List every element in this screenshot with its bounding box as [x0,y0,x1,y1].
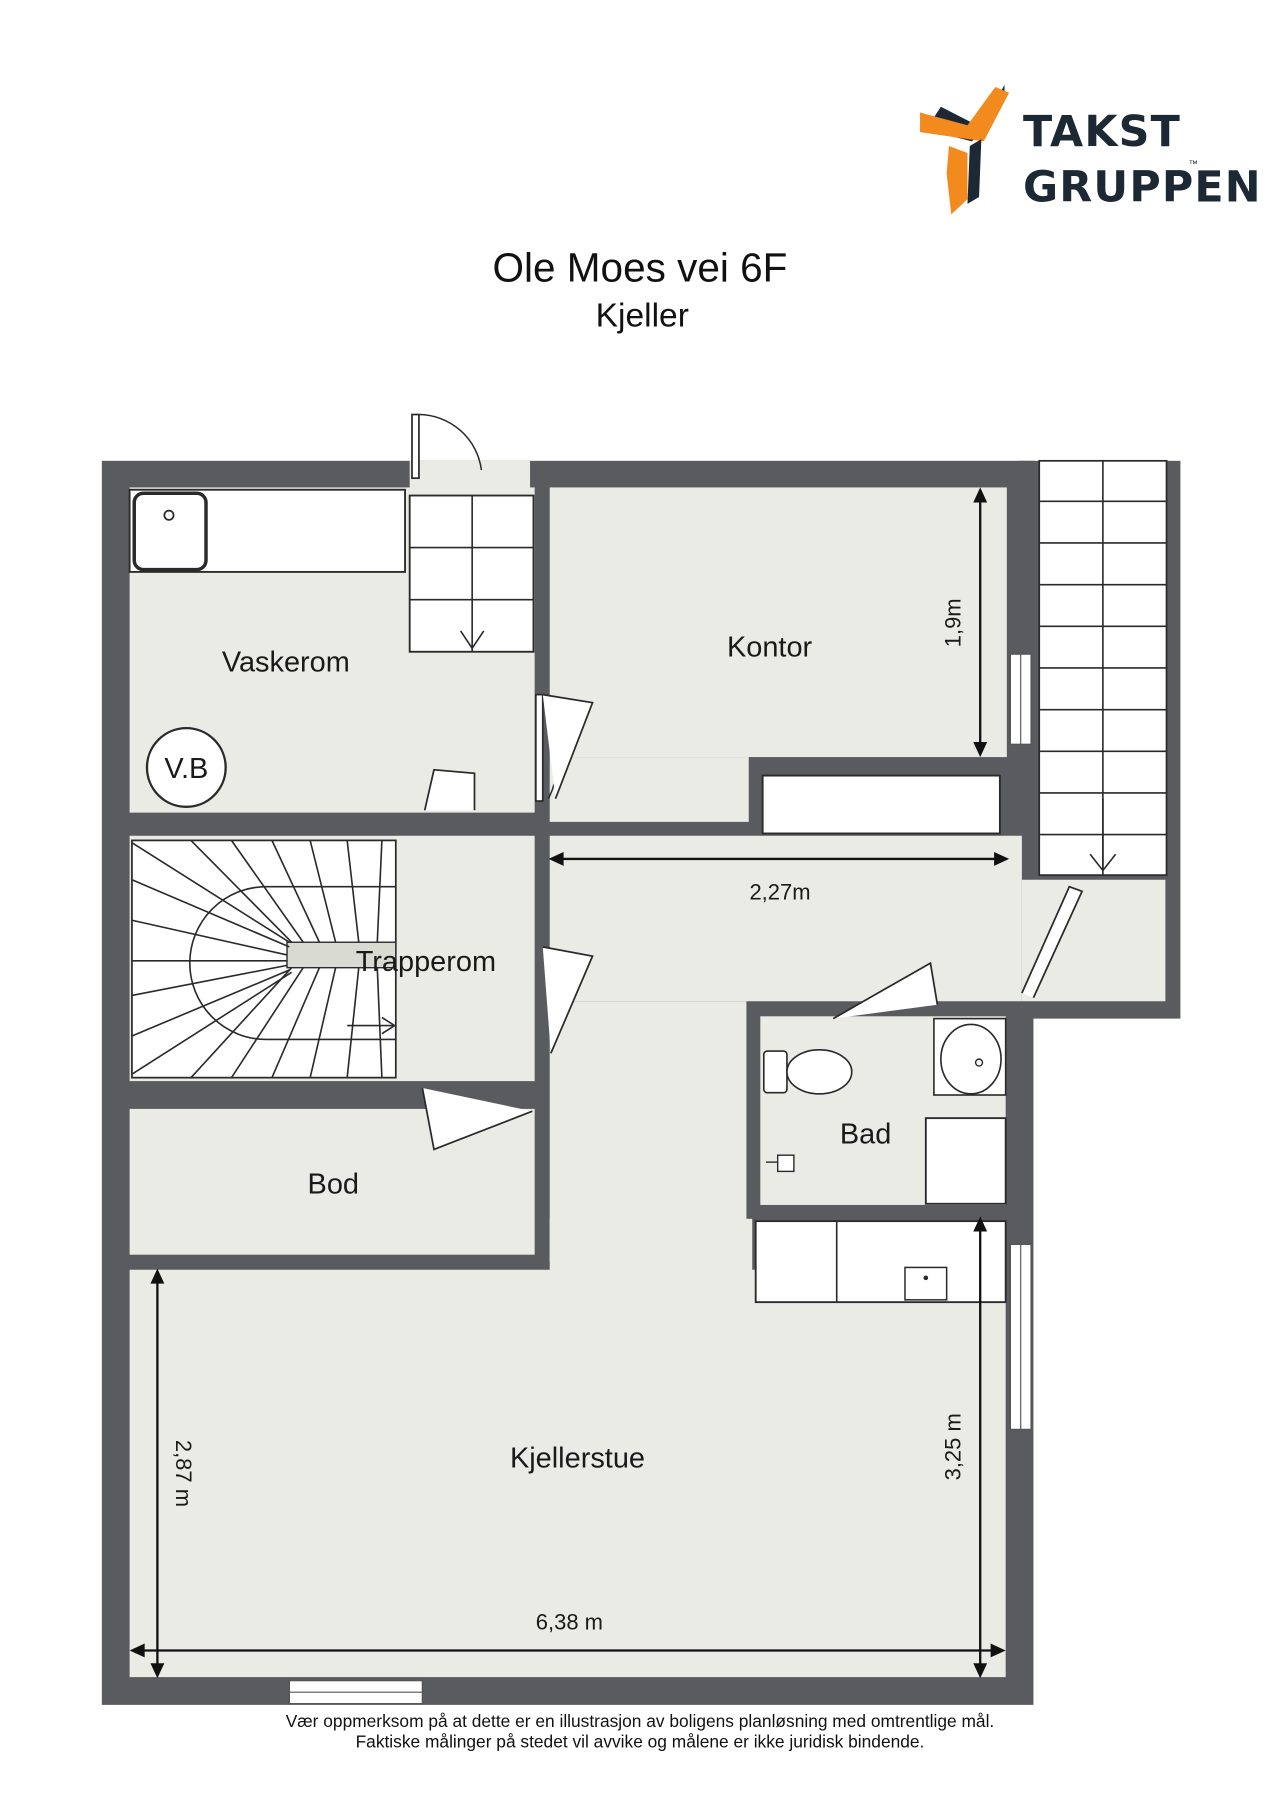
stair-direction-arrow-icon [381,1016,397,1035]
kitchen-counter [754,1220,1007,1304]
toilet-icon [786,1049,853,1095]
logo-mark-icon [920,84,1010,215]
water-heater-label: V.B [164,753,208,785]
stair-down-arrow-icon [1089,853,1117,872]
windows [288,653,1032,1705]
dim-label-stue-width: 6,38 m [536,1610,603,1635]
disclaimer-line-2: Faktiske målinger på stedet vil avvike o… [356,1732,925,1752]
vaskerom-fixtures: V.B [128,488,535,808]
dimension-lines [129,487,1010,1679]
shower-icon [924,1117,1007,1205]
doors [411,413,1084,1151]
door-annex [1021,885,1084,999]
bad-fixtures [762,1017,1007,1205]
room-label-kontor: Kontor [727,631,813,663]
dim-label-kontor-height: 1,9m [941,598,966,647]
kitchenette [754,1220,1007,1304]
stair-arrow-icon [459,630,485,650]
trapperom-staircase [131,839,397,1079]
room-label-vaskerom: Vaskerom [222,646,350,678]
outer-staircase [1038,459,1168,876]
door-vaskerom-outer [411,413,420,480]
door-vaskerom [534,693,544,802]
logo-line-2: GRUPPEN [1023,163,1262,213]
washbasin-icon [940,1023,1002,1095]
water-heater-icon [145,726,227,808]
kontor-counter [761,774,1001,835]
dim-label-corridor-width: 2,27m [749,879,810,904]
takst-gruppen-logo: TAKST GRUPPEN ™ [920,84,1262,215]
door-trapperom-top [423,768,476,811]
shower-tap-icon [766,1154,795,1173]
door-bod [421,1087,533,1151]
door-bad [832,961,939,1020]
room-label-trapperom: Trapperom [356,946,496,978]
door-trapperom [542,946,594,1054]
logo-trademark: ™ [1189,159,1198,169]
dim-label-stue-left: 2,87 m [171,1440,196,1507]
logo-line-1: TAKST [1023,107,1181,157]
laundry-sink-icon [132,491,208,572]
disclaimer-line-1: Vær oppmerksom på at dette er en illustr… [286,1711,995,1731]
room-label-bod: Bod [308,1168,359,1200]
dim-label-stue-right: 3,25 m [941,1413,966,1480]
plan-address-title: Ole Moes vei 6F [493,244,788,290]
room-label-bad: Bad [840,1119,891,1151]
room-label-kjellerstue: Kjellerstue [510,1443,645,1475]
kitchen-sink-icon [904,1266,948,1301]
plan-floor-title: Kjeller [596,298,689,335]
